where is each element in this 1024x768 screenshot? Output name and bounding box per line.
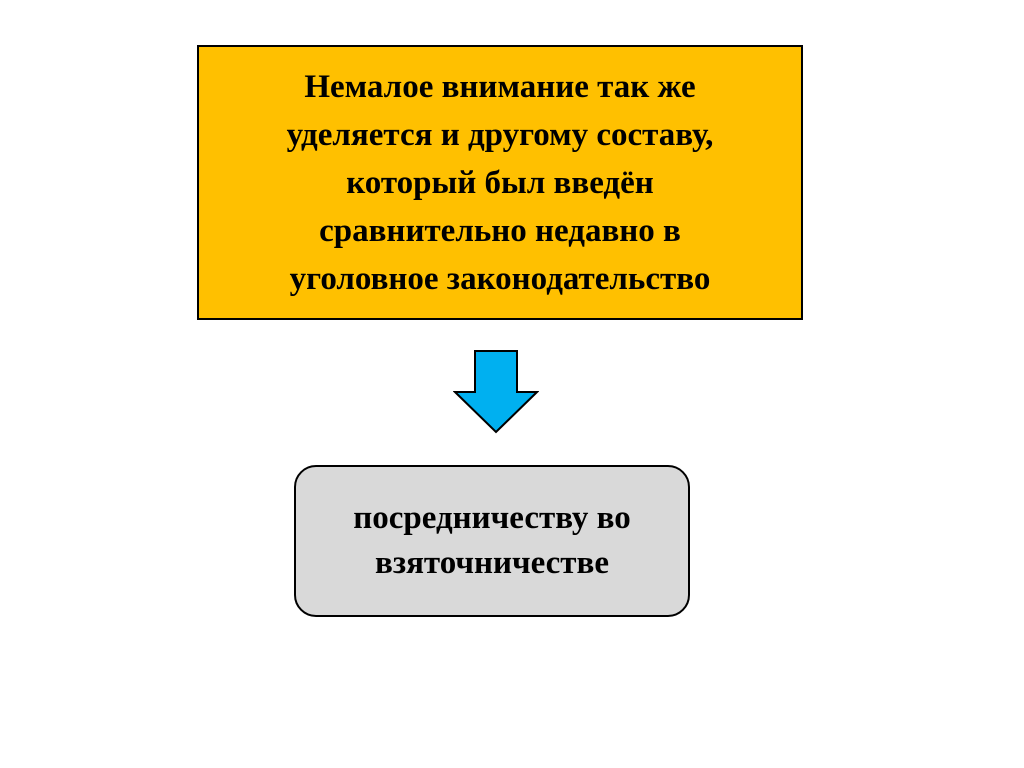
top-statement-box: Немалое внимание так же уделяется и друг… [197, 45, 803, 320]
bottom-result-text: посредничеству во взяточничестве [353, 500, 631, 581]
down-arrow-shape [453, 350, 539, 434]
bottom-result-box: посредничеству во взяточничестве [294, 465, 690, 617]
down-arrow-icon [453, 350, 539, 434]
top-statement-text: Немалое внимание так же уделяется и друг… [286, 68, 714, 297]
